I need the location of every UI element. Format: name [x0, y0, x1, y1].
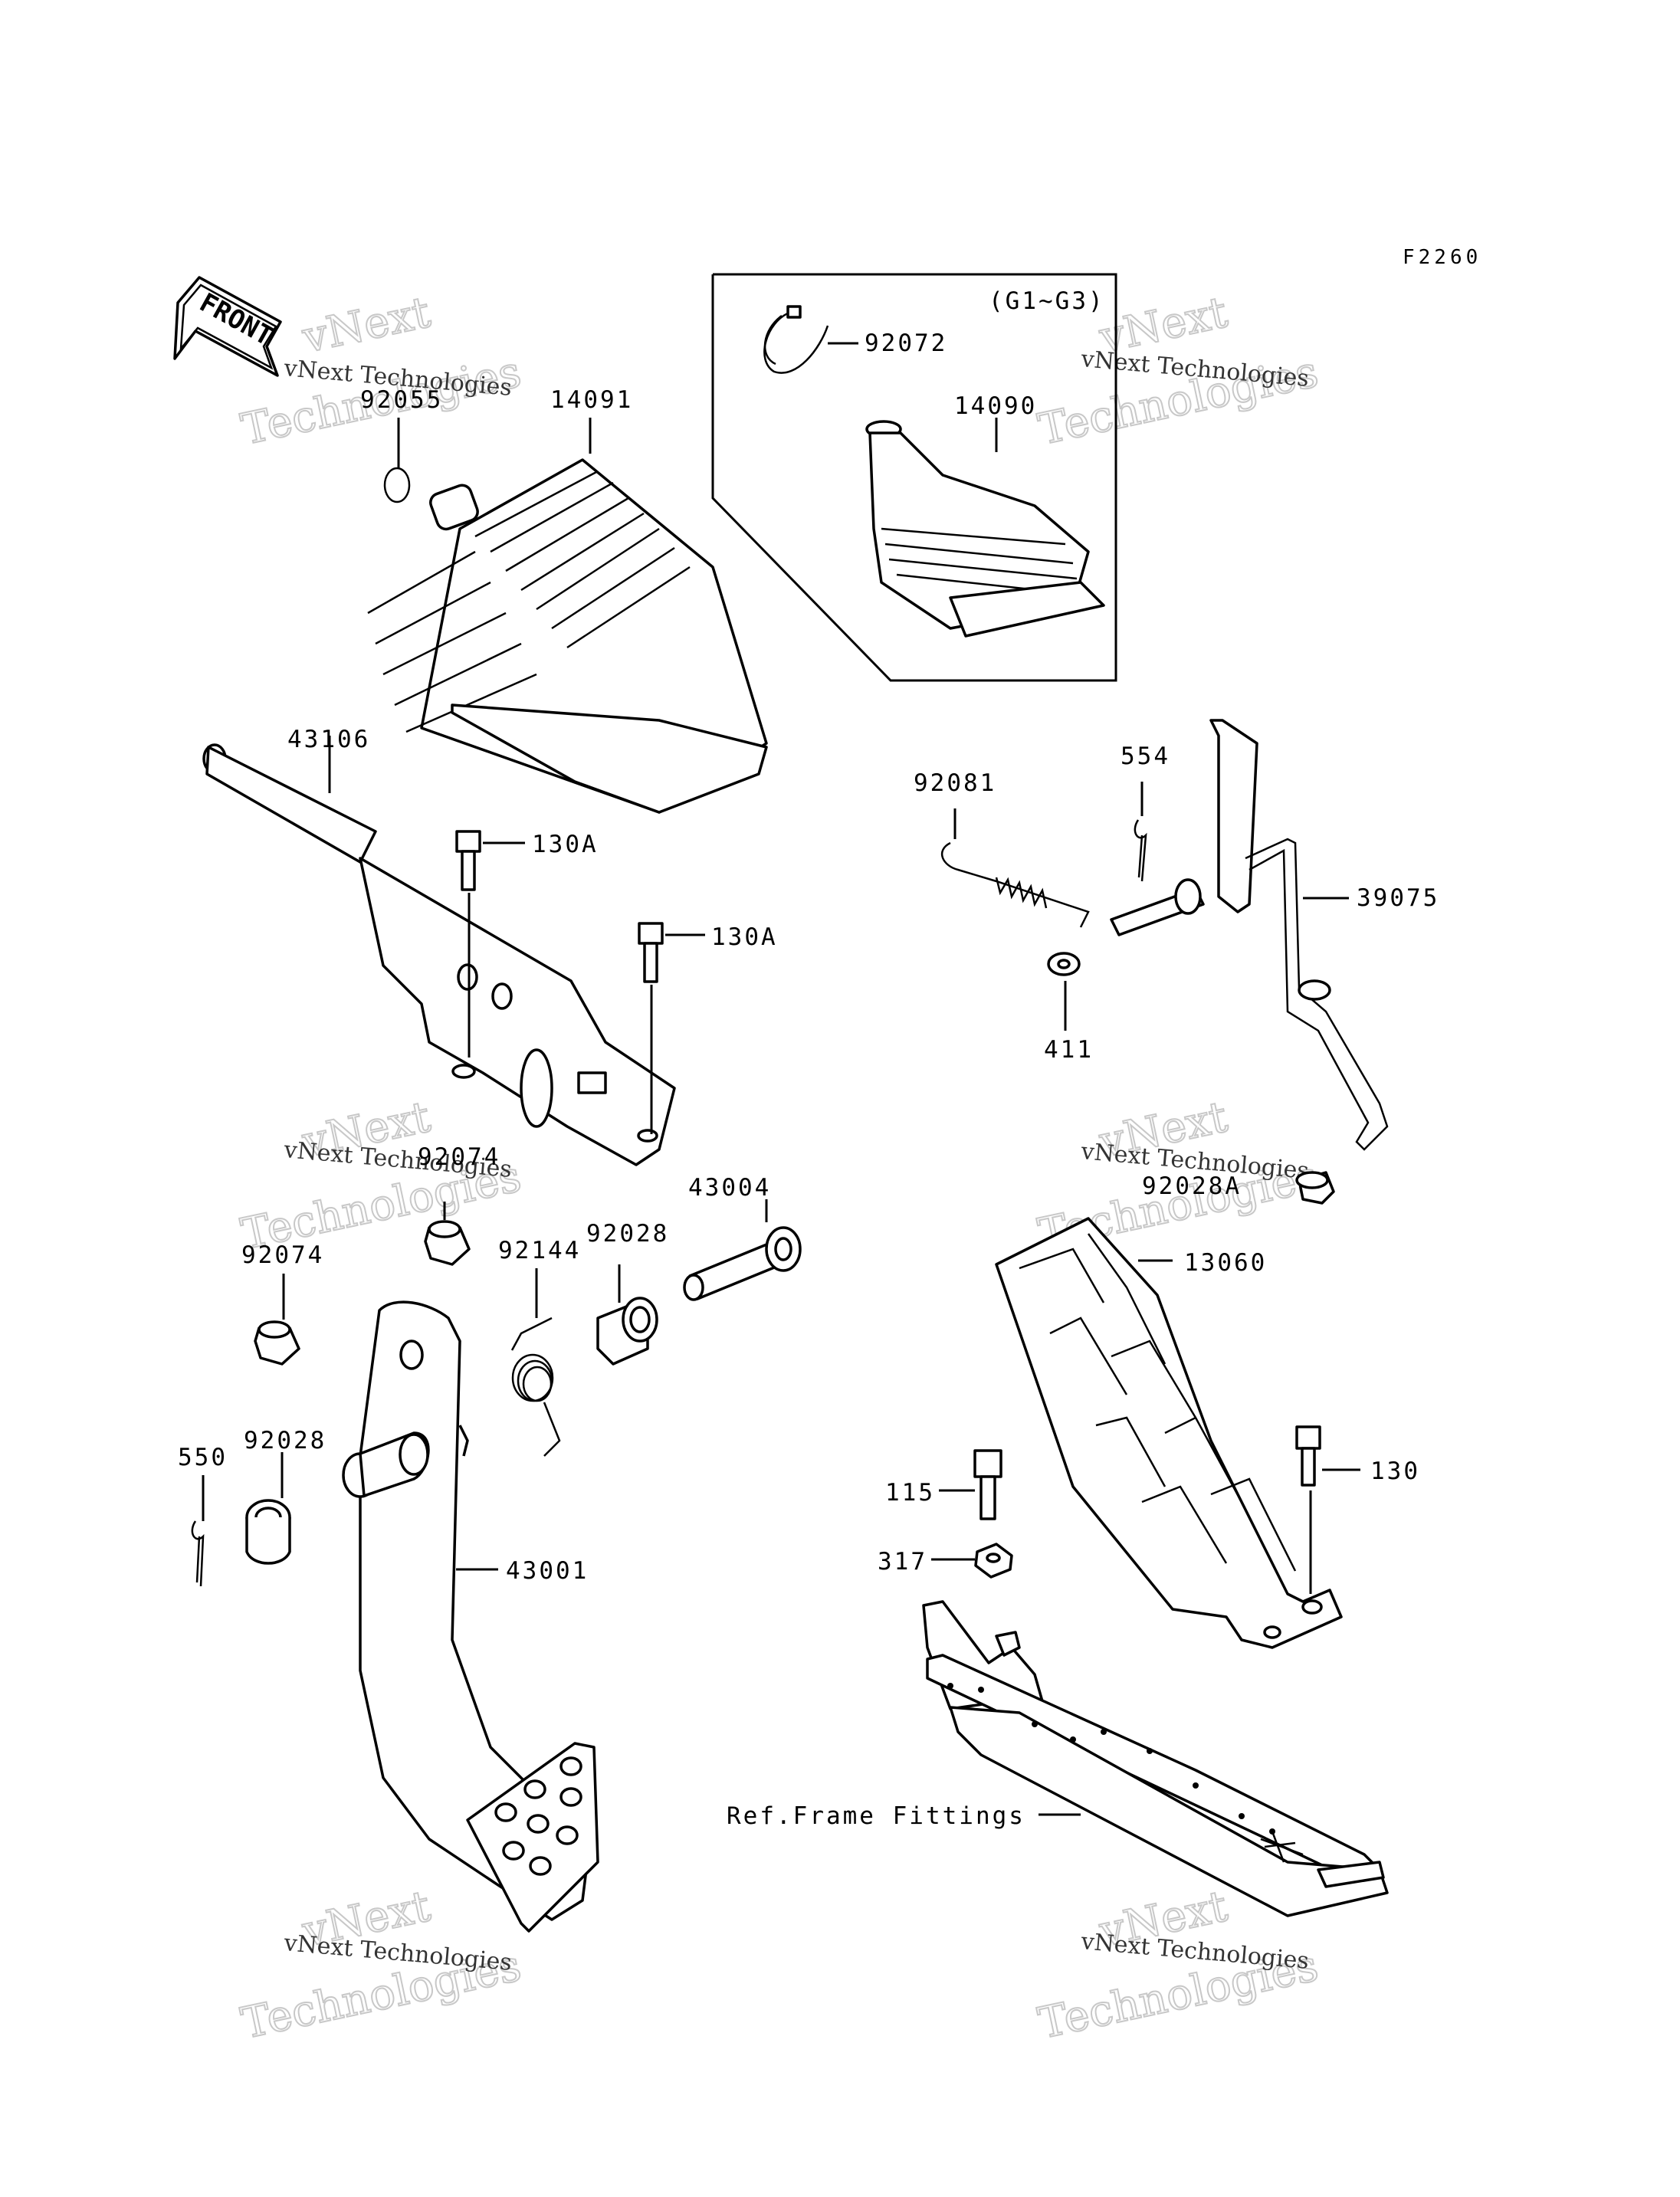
front-arrow: FRONT: [173, 276, 282, 377]
part-label-550: 550: [178, 1444, 228, 1471]
part-label-317: 317: [878, 1548, 927, 1576]
pedal-grip-holes: [494, 1756, 582, 1876]
part-label-92028a: 92028A: [1142, 1172, 1242, 1200]
part-label-411: 411: [1044, 1036, 1094, 1064]
pedal-43001: [342, 1300, 599, 1933]
nut-317: [931, 1543, 1013, 1579]
part-label-92072: 92072: [865, 330, 947, 357]
part-label-43106: 43106: [287, 726, 370, 753]
spring-92144: [510, 1268, 561, 1457]
part-label-130a-lower: 130A: [711, 923, 778, 951]
plate-13060: [995, 1217, 1343, 1649]
part-label-115: 115: [885, 1479, 935, 1507]
boot-14091: [367, 418, 768, 814]
washer-411: [1047, 952, 1081, 1031]
part-label-92028-lower: 92028: [244, 1427, 326, 1454]
watermark-bottom-left: vNext Technologies vNext Technologies: [236, 1881, 526, 2050]
rod-39075: [1110, 719, 1389, 1151]
watermark-brand-top: vNext: [297, 287, 435, 363]
part-label-92081: 92081: [914, 769, 996, 797]
part-label-43004: 43004: [688, 1174, 771, 1202]
cap-92074-lower: [254, 1274, 300, 1366]
spring-92081: [941, 808, 1090, 928]
tie-band-92072: [763, 305, 858, 374]
part-label-554: 554: [1121, 743, 1170, 770]
variant-box: (G1~G3): [711, 273, 1117, 682]
bolt-130a-left: [455, 830, 525, 1058]
frame-fittings: [922, 1600, 1389, 1917]
part-label-92028-upper: 92028: [586, 1220, 669, 1248]
bushing-92028-lower: [245, 1452, 291, 1565]
part-label-14091: 14091: [550, 386, 633, 414]
bolt-130a-right: [638, 922, 705, 1134]
part-label-13060: 13060: [1184, 1249, 1267, 1277]
part-label-92144: 92144: [498, 1237, 581, 1264]
part-label-39075: 39075: [1357, 884, 1439, 912]
cotter-pin-554: [1134, 782, 1147, 882]
bolt-115: [939, 1449, 1002, 1520]
figure-code: F2260: [1403, 246, 1481, 269]
part-label-92074-upper: 92074: [418, 1143, 500, 1171]
part-labels: 92055 14091 92072 14090 43106 130A 130A …: [178, 330, 1439, 1830]
variant-box-label: (G1~G3): [989, 287, 1105, 315]
watermark-middle-left: vNext Technologies vNext Technologies: [236, 1091, 526, 1261]
oring-92055: [383, 418, 411, 503]
reference-label: Ref.Frame Fittings: [727, 1802, 1025, 1830]
cap-92074-upper: [424, 1202, 471, 1266]
part-label-92055: 92055: [360, 386, 443, 414]
cotter-pin-550: [191, 1475, 205, 1587]
boot-14090: [865, 418, 1105, 638]
lever-43106: [202, 736, 676, 1166]
pin-43004: [683, 1199, 802, 1301]
part-label-43001: 43001: [506, 1557, 589, 1585]
part-label-130a-upper: 130A: [532, 831, 599, 858]
bolt-130: [1295, 1425, 1360, 1594]
part-label-92074-lower: 92074: [241, 1241, 324, 1269]
part-label-130: 130: [1370, 1458, 1420, 1485]
bushing-92028-upper: [596, 1264, 658, 1366]
watermark-top-left: vNext Technologies vNext Technologies: [236, 287, 526, 456]
cap-92028a: [1295, 1171, 1335, 1205]
part-label-14090: 14090: [954, 392, 1037, 420]
